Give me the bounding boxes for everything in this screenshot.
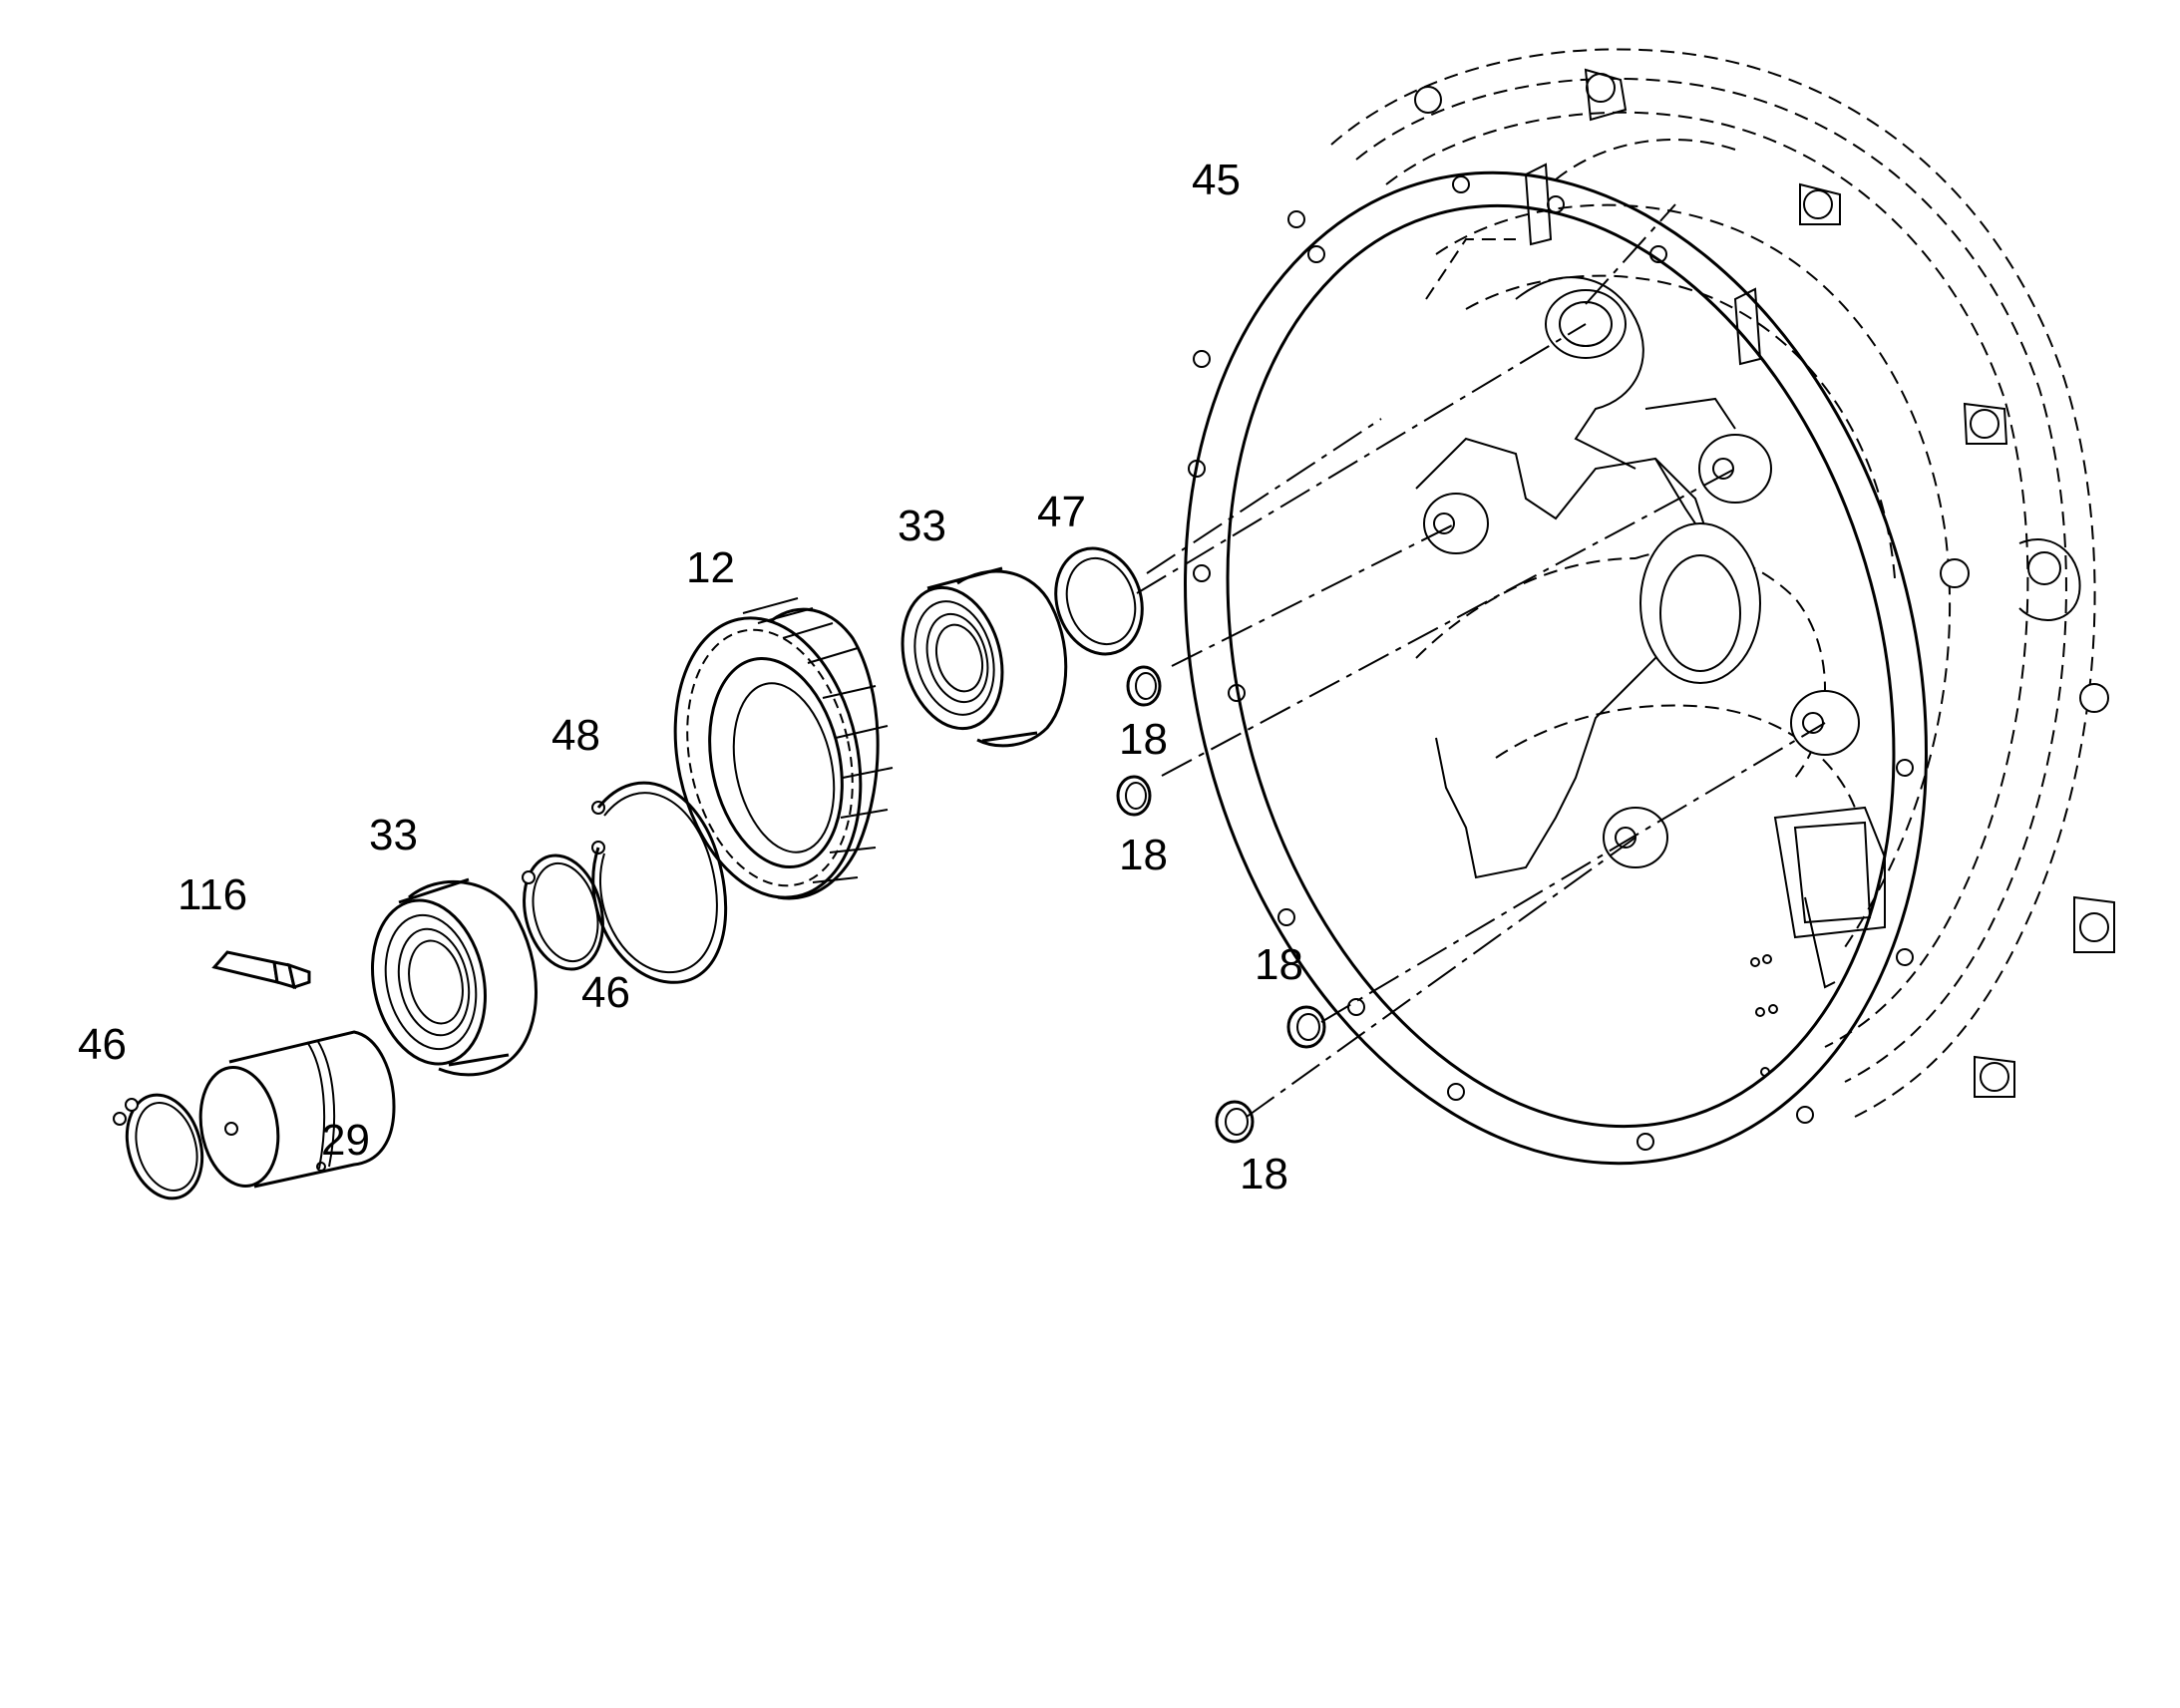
housing-bosses xyxy=(1414,68,2115,1098)
callout-housing: 45 xyxy=(1192,156,1241,204)
callout-snap-ring-left: 46 xyxy=(78,1020,127,1069)
housing-front-flange xyxy=(1184,171,1928,1166)
boss-hole xyxy=(1414,86,1442,114)
boss-hole xyxy=(1970,409,1999,439)
callout-o-ring-lower-b: 18 xyxy=(1240,1150,1288,1198)
housing-port xyxy=(1773,806,1886,939)
callout-bearing-right: 33 xyxy=(898,502,946,550)
o-ring-lower-b xyxy=(1215,1100,1255,1144)
callout-o-ring-upper-a: 18 xyxy=(1119,715,1168,764)
o-ring-lower-a xyxy=(1286,1005,1326,1049)
callout-labels: 45 47 33 12 18 18 48 33 116 46 18 46 29 … xyxy=(78,156,1303,1198)
retaining-ring-large xyxy=(591,781,728,984)
callout-snap-ring-mid: 46 xyxy=(581,968,630,1017)
o-rings xyxy=(1116,665,1326,1144)
boss-hole xyxy=(2079,683,2109,713)
boss-hole xyxy=(2027,551,2061,585)
callout-o-ring-lower-a: 18 xyxy=(1255,940,1303,989)
boss-hole xyxy=(1586,73,1616,103)
gear-teeth xyxy=(742,597,894,883)
callout-bearing-left: 33 xyxy=(369,811,418,859)
sealant-tube xyxy=(211,950,311,990)
callout-gear: 12 xyxy=(686,543,735,592)
callout-retaining-ring-large: 48 xyxy=(551,711,600,760)
callout-shaft: 29 xyxy=(321,1116,370,1165)
spur-gear xyxy=(673,597,894,900)
bearing-right xyxy=(901,566,1068,748)
boss-hole xyxy=(1803,189,1833,219)
callout-o-ring-upper-b: 18 xyxy=(1119,831,1168,879)
callout-shim: 47 xyxy=(1037,488,1086,536)
housing-assembly xyxy=(1184,48,2115,1166)
callout-sealant: 116 xyxy=(178,870,247,919)
o-ring-upper-a xyxy=(1126,665,1162,707)
shaft-center-hole xyxy=(224,1122,238,1136)
shaft-pin xyxy=(198,1030,396,1189)
gear-hub xyxy=(708,656,844,869)
boss-hole xyxy=(1980,1062,2009,1092)
snap-ring-mid xyxy=(522,854,604,971)
shim-ring xyxy=(1054,546,1144,656)
bearing-bore-main xyxy=(1639,522,1761,684)
o-ring-upper-b xyxy=(1116,775,1152,817)
bearing-left xyxy=(371,877,538,1077)
dowel-boss xyxy=(1698,434,1772,504)
housing-web xyxy=(1415,276,1886,1077)
boss-hole xyxy=(1940,558,1970,588)
snap-ring-left xyxy=(113,1093,204,1200)
boss-hole xyxy=(2079,912,2109,942)
dowel-boss xyxy=(1423,493,1489,554)
assembly-centerlines xyxy=(1136,203,1826,1118)
